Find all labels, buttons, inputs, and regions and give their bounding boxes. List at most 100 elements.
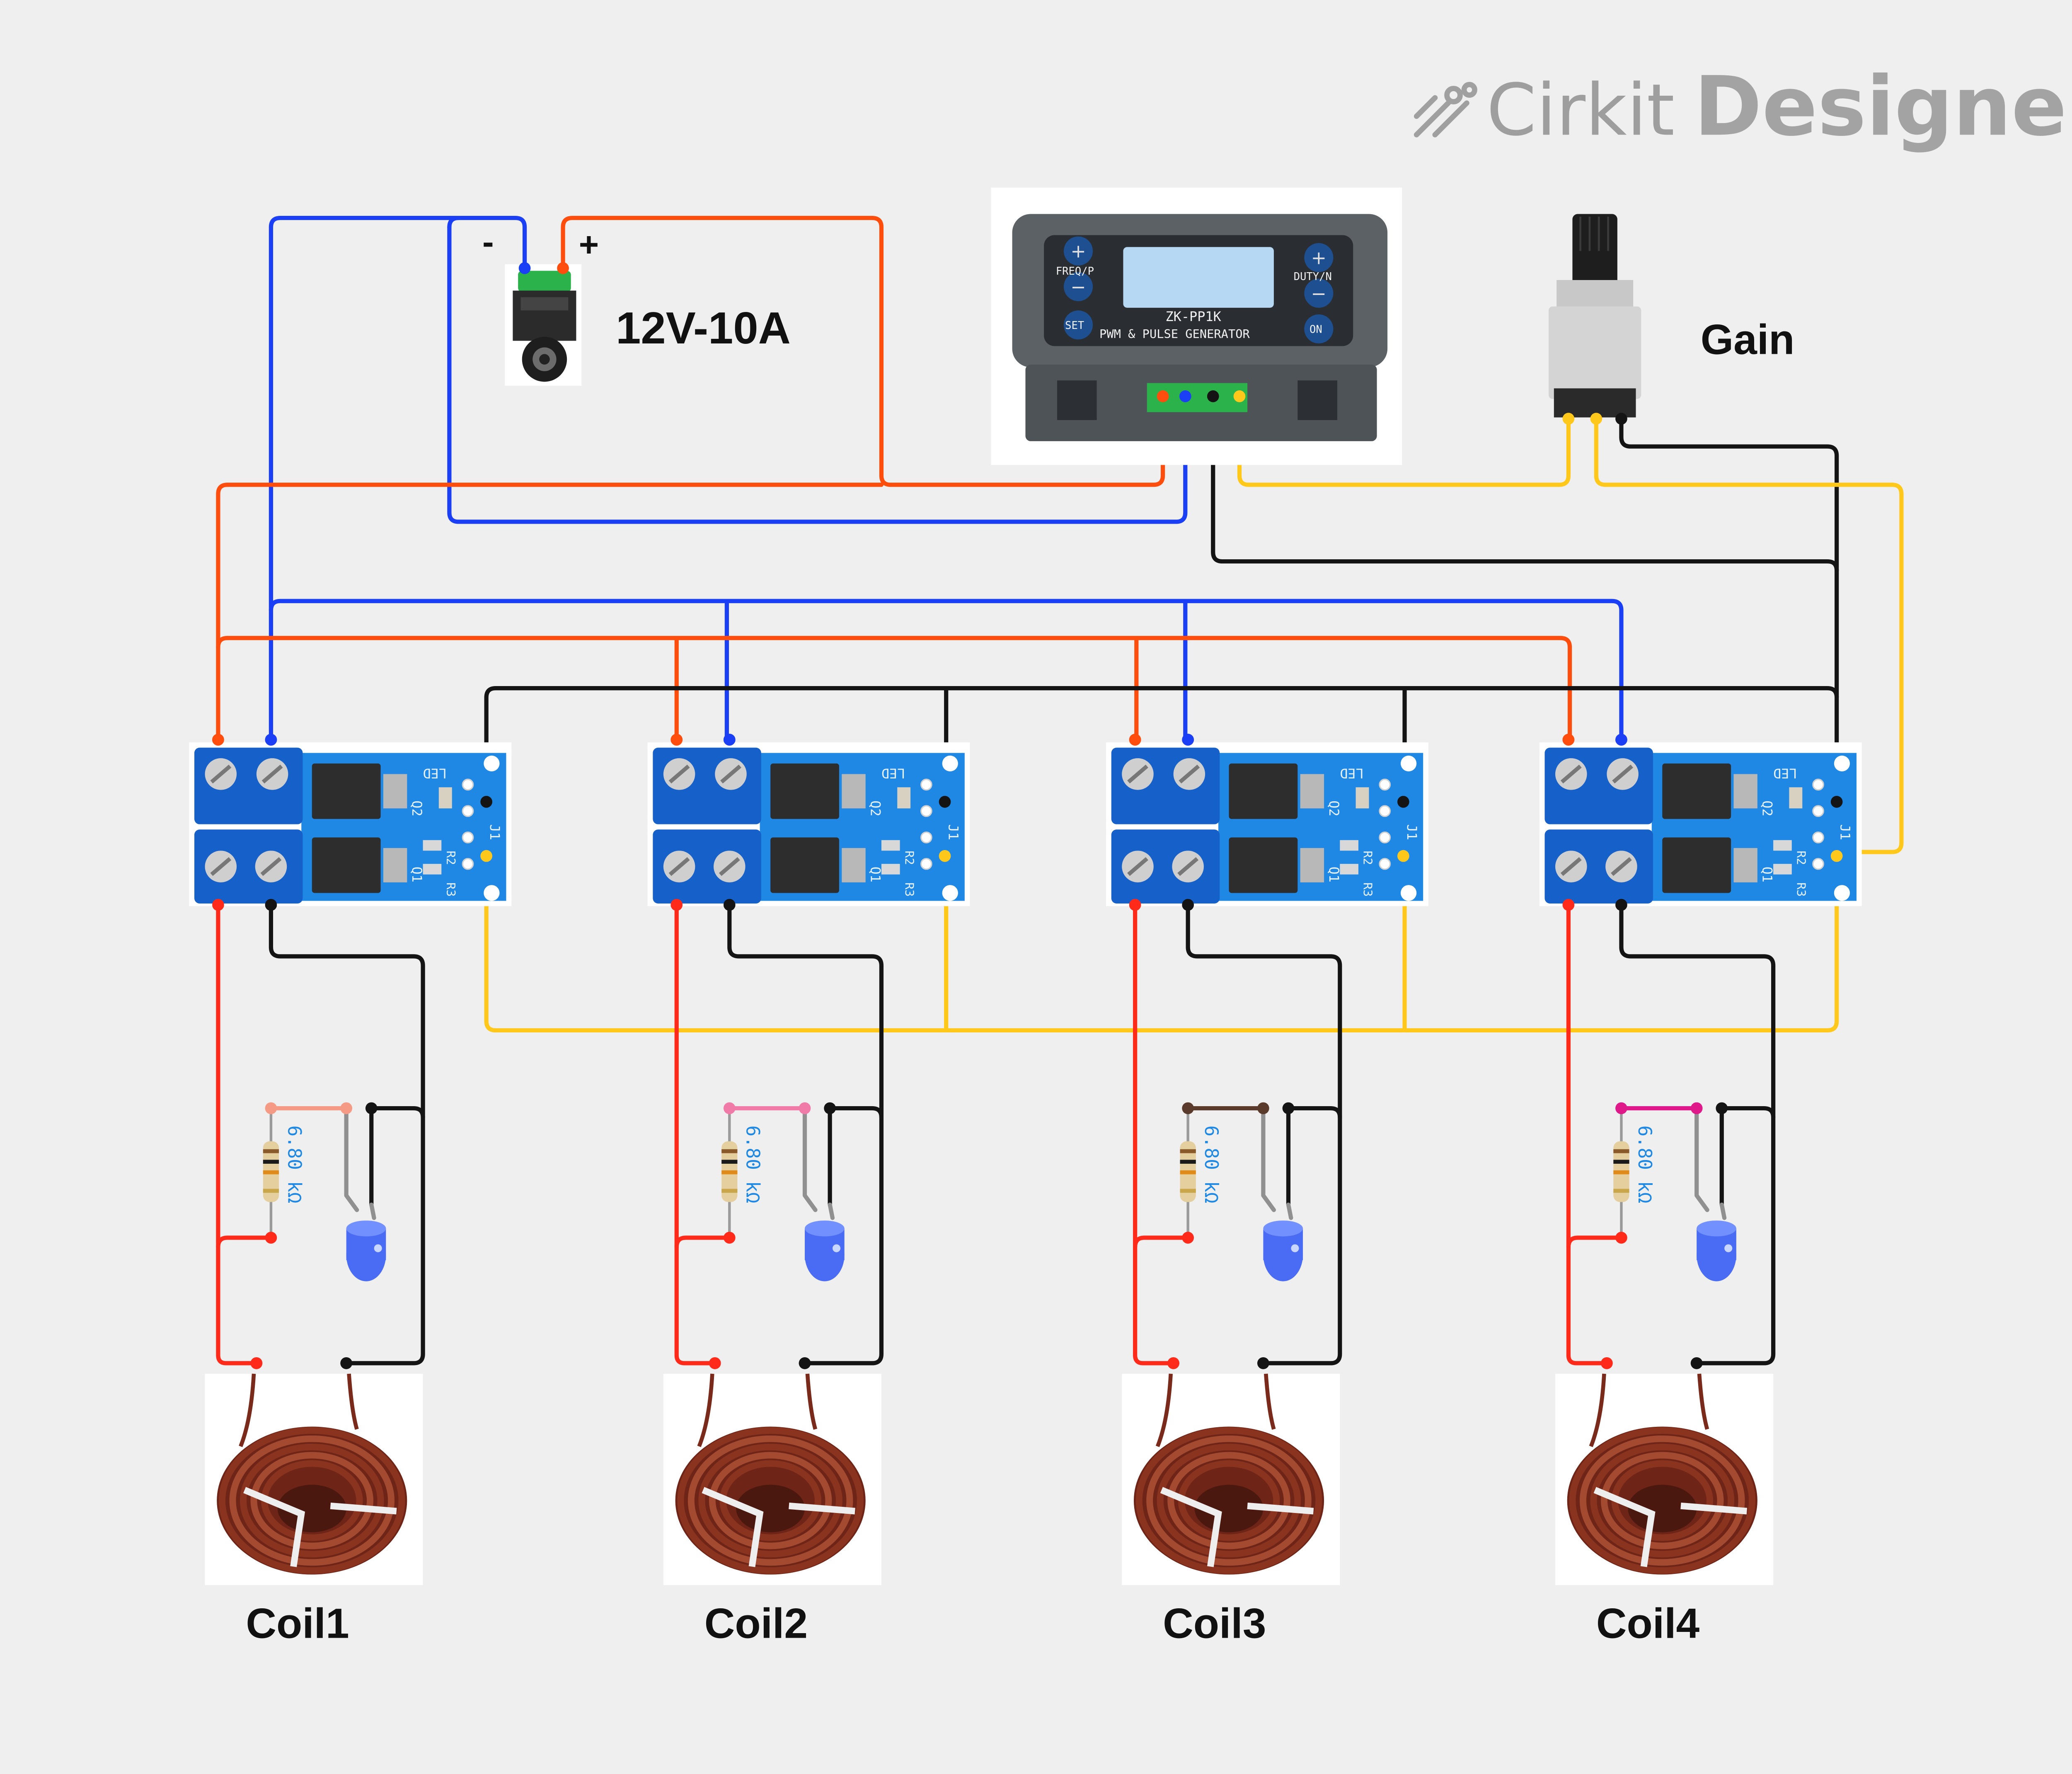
silk-led-4: LED	[1773, 766, 1797, 781]
wire-red-coil-2	[674, 902, 717, 1366]
silk-q2-3: Q2	[1326, 800, 1342, 816]
silk-led-3: LED	[1340, 766, 1364, 781]
led-leg2-2	[828, 1202, 835, 1220]
generator-on-label: ON	[1310, 323, 1322, 336]
led-3	[1263, 1221, 1303, 1281]
silk-j1-3: J1	[1404, 824, 1420, 840]
silk-r2-1: R2	[444, 851, 458, 865]
channel-3-wiring	[1133, 902, 1342, 1366]
wire-black-led-4	[1719, 1106, 1776, 1207]
wire-red-resistor-4	[1566, 1235, 1624, 1249]
silk-q1-1: Q1	[409, 867, 425, 882]
silk-j1-4: J1	[1837, 824, 1853, 840]
led-leg-4	[1694, 1106, 1709, 1212]
wire-black-coil-3	[1186, 902, 1342, 1366]
wire-blue-bus	[269, 599, 1624, 742]
coil-label-2: Coil2	[704, 1600, 808, 1647]
silk-q1-3: Q1	[1326, 867, 1342, 882]
wire-orange-main	[561, 215, 1165, 487]
silk-r2-4: R2	[1794, 851, 1808, 865]
wire-red-coil-4	[1566, 902, 1609, 1366]
wire-black-coil-4	[1619, 902, 1776, 1366]
wire-yellow-pot	[1594, 416, 1904, 854]
duty-plus-icon: +	[1311, 247, 1326, 269]
wire-black-led-2	[828, 1106, 884, 1207]
led-leg2-4	[1719, 1202, 1727, 1220]
resistor-value-1: 6.80 kΩ	[283, 1126, 305, 1204]
led-leg-2	[802, 1106, 818, 1212]
silk-r3-1: R3	[444, 882, 458, 897]
silk-r3-4: R3	[1794, 882, 1808, 897]
silk-led-1: LED	[423, 766, 447, 781]
resistor-1: 6.80 kΩ	[263, 1111, 305, 1235]
generator-set-label: SET	[1065, 319, 1084, 332]
coil-4: Coil4	[1555, 1357, 1774, 1647]
wire-red-resistor-3	[1133, 1235, 1190, 1249]
coil-label-4: Coil4	[1596, 1600, 1700, 1647]
cirkit-logo-icon	[1414, 82, 1477, 138]
coil-1: Coil1	[205, 1357, 423, 1647]
led-leg-1	[344, 1106, 359, 1212]
silk-r2-3: R2	[1361, 851, 1375, 865]
led-1	[346, 1221, 386, 1281]
wire-black-coil-1	[269, 902, 425, 1366]
silk-q2-2: Q2	[867, 800, 883, 816]
logo-brand: Cirkit	[1486, 68, 1675, 152]
coil-3: Coil3	[1122, 1357, 1340, 1647]
coil-2: Coil2	[663, 1357, 881, 1647]
silk-q1-4: Q1	[1760, 867, 1775, 882]
led-2	[805, 1221, 845, 1281]
generator-freq-label: FREQ/P	[1056, 265, 1094, 278]
wire-red-resistor-2	[674, 1235, 732, 1249]
silk-j1-1: J1	[487, 824, 503, 840]
resistor-4: 6.80 kΩ	[1613, 1111, 1656, 1235]
potentiometer	[1549, 214, 1641, 425]
silk-r2-2: R2	[902, 851, 916, 865]
wire-red-coil-3	[1133, 902, 1176, 1366]
silk-r3-3: R3	[1361, 882, 1375, 897]
channel-2-wiring	[674, 902, 884, 1366]
duty-minus-icon: −	[1311, 283, 1326, 305]
silk-q1-2: Q1	[867, 867, 883, 882]
coil-label-3: Coil3	[1163, 1600, 1266, 1647]
wire-orange-feed	[216, 483, 884, 742]
wire-red-coil-1	[216, 902, 259, 1366]
wire-blue-generator	[447, 225, 1188, 524]
generator-duty-label: DUTY/N	[1294, 271, 1332, 283]
led-leg2-3	[1286, 1202, 1293, 1220]
freq-minus-icon: −	[1070, 276, 1086, 298]
wire-blue-link	[447, 215, 461, 230]
silk-j1-2: J1	[946, 824, 961, 840]
resistor-value-3: 6.80 kΩ	[1201, 1126, 1222, 1204]
resistor-3: 6.80 kΩ	[1180, 1111, 1222, 1235]
wire-yellow-generator	[1237, 394, 1571, 487]
resistor-value-2: 6.80 kΩ	[742, 1126, 764, 1204]
led-leg2-1	[369, 1202, 376, 1220]
coils: Coil1 Coil2 Coil3 Coil4	[205, 1357, 1774, 1647]
power-minus-label: -	[482, 222, 494, 261]
silk-led-2: LED	[881, 766, 905, 781]
generator-subtitle: PWM & PULSE GENERATOR	[1099, 327, 1250, 341]
power-plus-label: +	[579, 225, 599, 264]
channel-1-wiring	[216, 902, 425, 1366]
wire-black-coil-2	[727, 902, 884, 1366]
mosfet-drivers: LEDQ2Q1J1R2R3LEDQ2Q1J1R2R3LEDQ2Q1J1R2R3L…	[189, 734, 1862, 911]
led-4	[1697, 1221, 1736, 1281]
wire-blue-main	[269, 215, 527, 742]
pot-label: Gain	[1701, 316, 1795, 363]
power-label: 12V-10A	[616, 303, 791, 353]
coil-label-1: Coil1	[246, 1600, 349, 1647]
pwm-generator: + − + − FREQ/P DUTY/N SET ON ZK-PP1K PWM…	[991, 187, 1402, 465]
wire-black-led-1	[369, 1106, 425, 1207]
silk-r3-2: R3	[902, 882, 916, 897]
wire-black-led-3	[1286, 1106, 1342, 1207]
wire-black-pot	[1619, 416, 1839, 804]
led-leg-3	[1261, 1106, 1276, 1212]
resistor-value-4: 6.80 kΩ	[1634, 1126, 1656, 1204]
logo-product: Designer	[1694, 59, 2072, 154]
silk-q2-4: Q2	[1760, 800, 1775, 816]
silk-q2-1: Q2	[409, 800, 425, 816]
